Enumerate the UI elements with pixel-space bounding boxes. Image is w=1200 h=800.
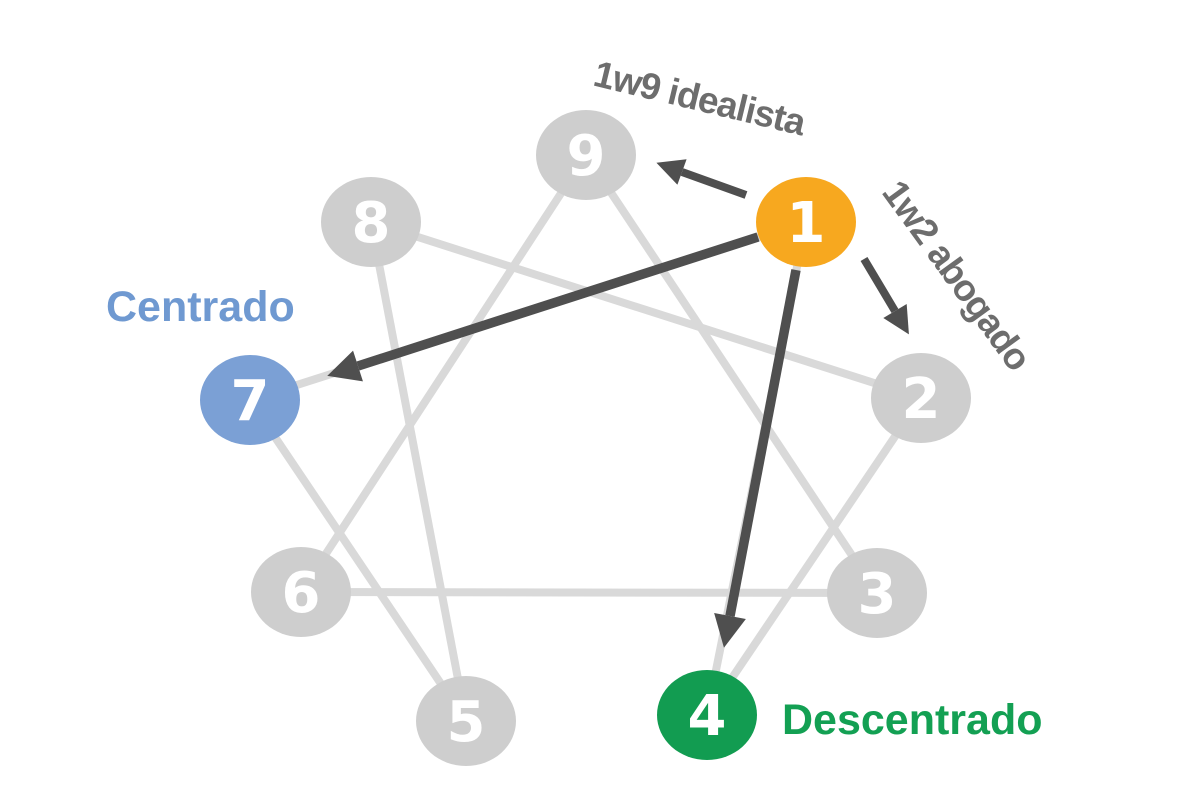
- movement-arrows: [327, 159, 909, 648]
- node-7: 7: [200, 355, 300, 445]
- node-4-number: 4: [688, 684, 727, 749]
- node-3-number: 3: [858, 562, 897, 627]
- connection-3-6: [300, 588, 878, 597]
- connection-9-3: [582, 152, 881, 596]
- type-nodes: 1 2 3 4 5 6 7 8 9: [200, 110, 971, 766]
- node-5-number: 5: [447, 690, 486, 755]
- wing-arrow-1-to-2: [860, 256, 909, 335]
- connection-4-2: [703, 395, 925, 718]
- connection-8-5: [367, 221, 470, 722]
- node-3-circle: [827, 548, 927, 638]
- node-9-circle: [536, 110, 636, 200]
- node-8: 8: [321, 177, 421, 267]
- disintegration-arrow-1-to-4: [714, 269, 801, 648]
- node-5: 5: [416, 676, 516, 766]
- node-4-circle: [657, 670, 757, 760]
- node-1: 1: [756, 177, 856, 267]
- node-9: 9: [536, 110, 636, 200]
- node-2-circle: [871, 353, 971, 443]
- node-8-number: 8: [352, 191, 391, 256]
- wing-arrow-1-to-9: [656, 159, 748, 199]
- connection-6-9: [297, 152, 590, 595]
- node-3: 3: [827, 548, 927, 638]
- connection-2-8: [369, 218, 923, 402]
- integration-arrow-1-to-7: [327, 232, 760, 382]
- uncentered-state-label: Descentrado: [782, 696, 1043, 744]
- node-8-circle: [321, 177, 421, 267]
- node-9-number: 9: [567, 124, 606, 189]
- node-5-circle: [416, 676, 516, 766]
- connection-5-7: [246, 397, 470, 724]
- centered-state-label: Centrado: [106, 283, 295, 331]
- node-6: 6: [251, 547, 351, 637]
- node-6-number: 6: [282, 561, 321, 626]
- node-7-number: 7: [231, 369, 270, 434]
- node-1-circle: [756, 177, 856, 267]
- node-2: 2: [871, 353, 971, 443]
- node-2-number: 2: [902, 367, 941, 432]
- node-4: 4: [657, 670, 757, 760]
- node-6-circle: [251, 547, 351, 637]
- node-7-circle: [200, 355, 300, 445]
- node-1-number: 1: [787, 191, 826, 256]
